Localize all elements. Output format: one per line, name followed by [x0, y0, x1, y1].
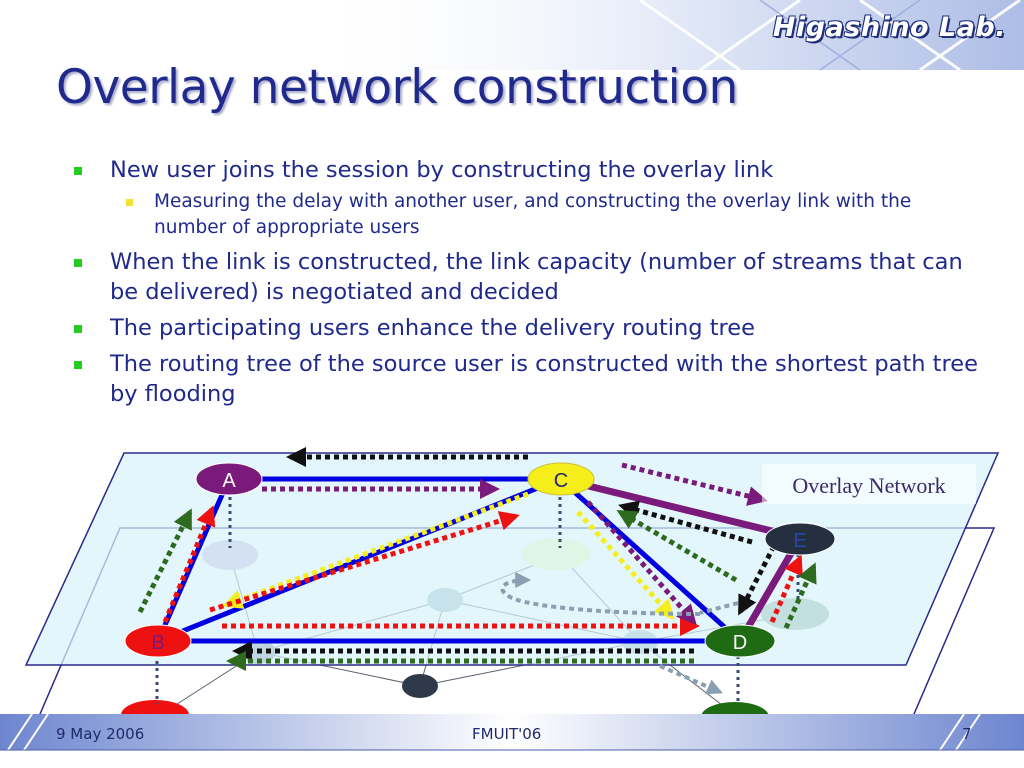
node-a-label: A	[222, 470, 236, 492]
bullet-item: The routing tree of the source user is c…	[70, 349, 980, 409]
overlay-node-c: C	[527, 462, 595, 496]
bullet-list: New user joins the session by constructi…	[70, 155, 980, 415]
footer: 9 May 2006 FMUIT'06 7	[0, 714, 1024, 768]
overlay-node-b: B	[124, 624, 192, 658]
overlay-node-d: D	[704, 624, 776, 658]
node-e-label: E	[793, 530, 806, 552]
node-c-label: C	[554, 470, 568, 492]
flooding-arrows	[137, 447, 817, 695]
lab-logo: Higashino Lab.	[772, 12, 1006, 43]
footer-date: 9 May 2006	[56, 725, 145, 743]
overlay-label-box	[762, 464, 976, 504]
sub-bullet-item: Measuring the delay with another user, a…	[70, 189, 980, 241]
footer-decoration	[0, 714, 1024, 751]
overlay-node-a: A	[195, 462, 263, 496]
node-b-label: B	[151, 632, 164, 654]
slide-title: Overlay network construction	[56, 60, 738, 115]
bullet-item: New user joins the session by constructi…	[70, 155, 980, 185]
bullet-item: When the link is constructed, the link c…	[70, 247, 980, 307]
bullet-item: The participating users enhance the deli…	[70, 313, 980, 343]
header-decoration	[300, 0, 1024, 72]
node-d-label: D	[733, 632, 747, 654]
overlay-node-e: E	[764, 522, 836, 556]
overlay-network-label: Overlay Network	[792, 473, 945, 498]
footer-conference: FMUIT'06	[472, 725, 542, 743]
underlying-node	[402, 674, 438, 698]
network-diagram: A C B D E Overlay Network Underlying Net…	[24, 447, 1000, 740]
page-number: 7	[962, 725, 972, 743]
